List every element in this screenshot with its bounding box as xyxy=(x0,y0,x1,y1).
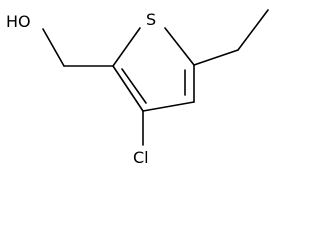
chlorine-label: Cl xyxy=(133,148,149,167)
bond-c2-s xyxy=(112,27,141,67)
bond-c3-c4 xyxy=(142,101,195,112)
bond-s-c5 xyxy=(164,27,195,66)
bond-c2-c3 xyxy=(112,65,144,112)
bond-c2-c3-double xyxy=(121,68,147,104)
structure-diagram: HO S Cl xyxy=(6,9,269,167)
bond-ch2-ch3 xyxy=(237,9,269,51)
bond-o-ch2 xyxy=(42,28,65,67)
hydroxyl-label: HO xyxy=(6,12,31,31)
sulfur-label: S xyxy=(146,10,156,29)
bond-c5-ch2 xyxy=(193,49,239,66)
